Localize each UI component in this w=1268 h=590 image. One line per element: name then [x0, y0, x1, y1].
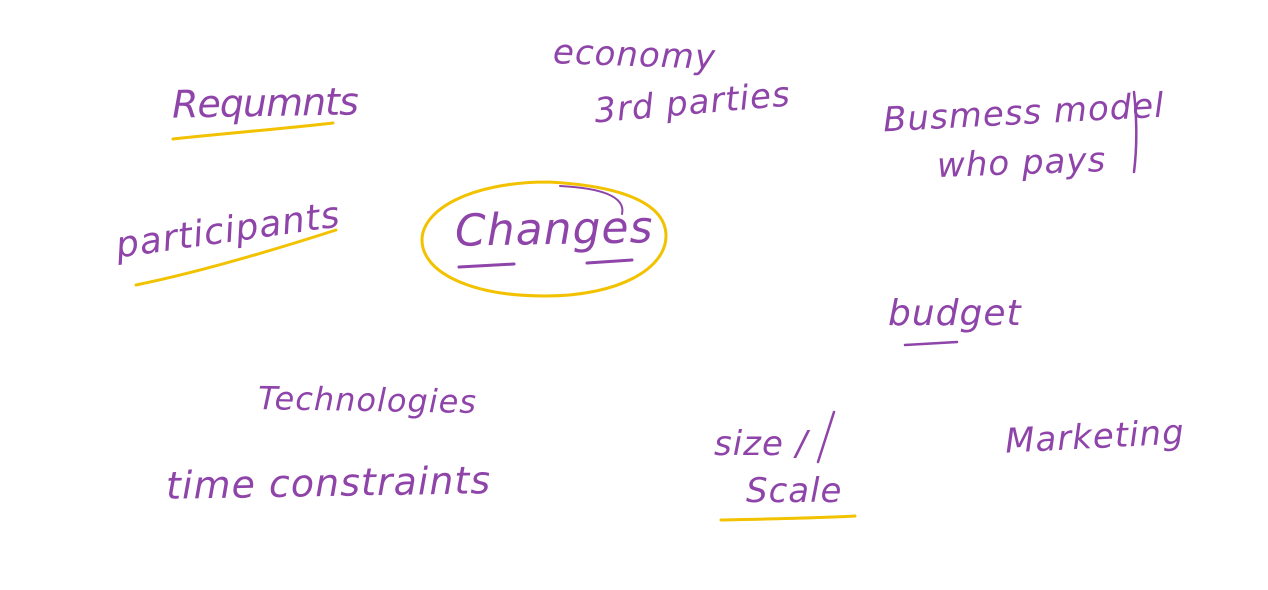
changes-underline-left	[457, 262, 516, 269]
size-slash	[816, 410, 836, 464]
node-time-constraints: time constraints	[165, 458, 492, 508]
central-topic-changes: Changes	[454, 202, 654, 257]
center-highlight-circle	[420, 180, 668, 298]
requirements-underline	[171, 121, 335, 141]
node-marketing: Marketing	[1004, 412, 1186, 462]
budget-underline	[903, 340, 959, 347]
scale-underline	[719, 514, 857, 522]
center-highlight-loop	[559, 185, 624, 215]
node-scale: Scale	[746, 471, 843, 511]
node-requirements: Requmnts	[171, 79, 359, 127]
node-size: size /	[714, 424, 809, 464]
node-who-pays: who pays	[936, 140, 1107, 186]
node-budget: budget	[888, 293, 1022, 334]
participants-underline	[134, 228, 338, 287]
node-economy: economy	[552, 32, 717, 78]
node-technologies: Technologies	[257, 379, 478, 421]
changes-underline-right	[585, 258, 634, 265]
business-model-bracket	[1132, 90, 1138, 174]
